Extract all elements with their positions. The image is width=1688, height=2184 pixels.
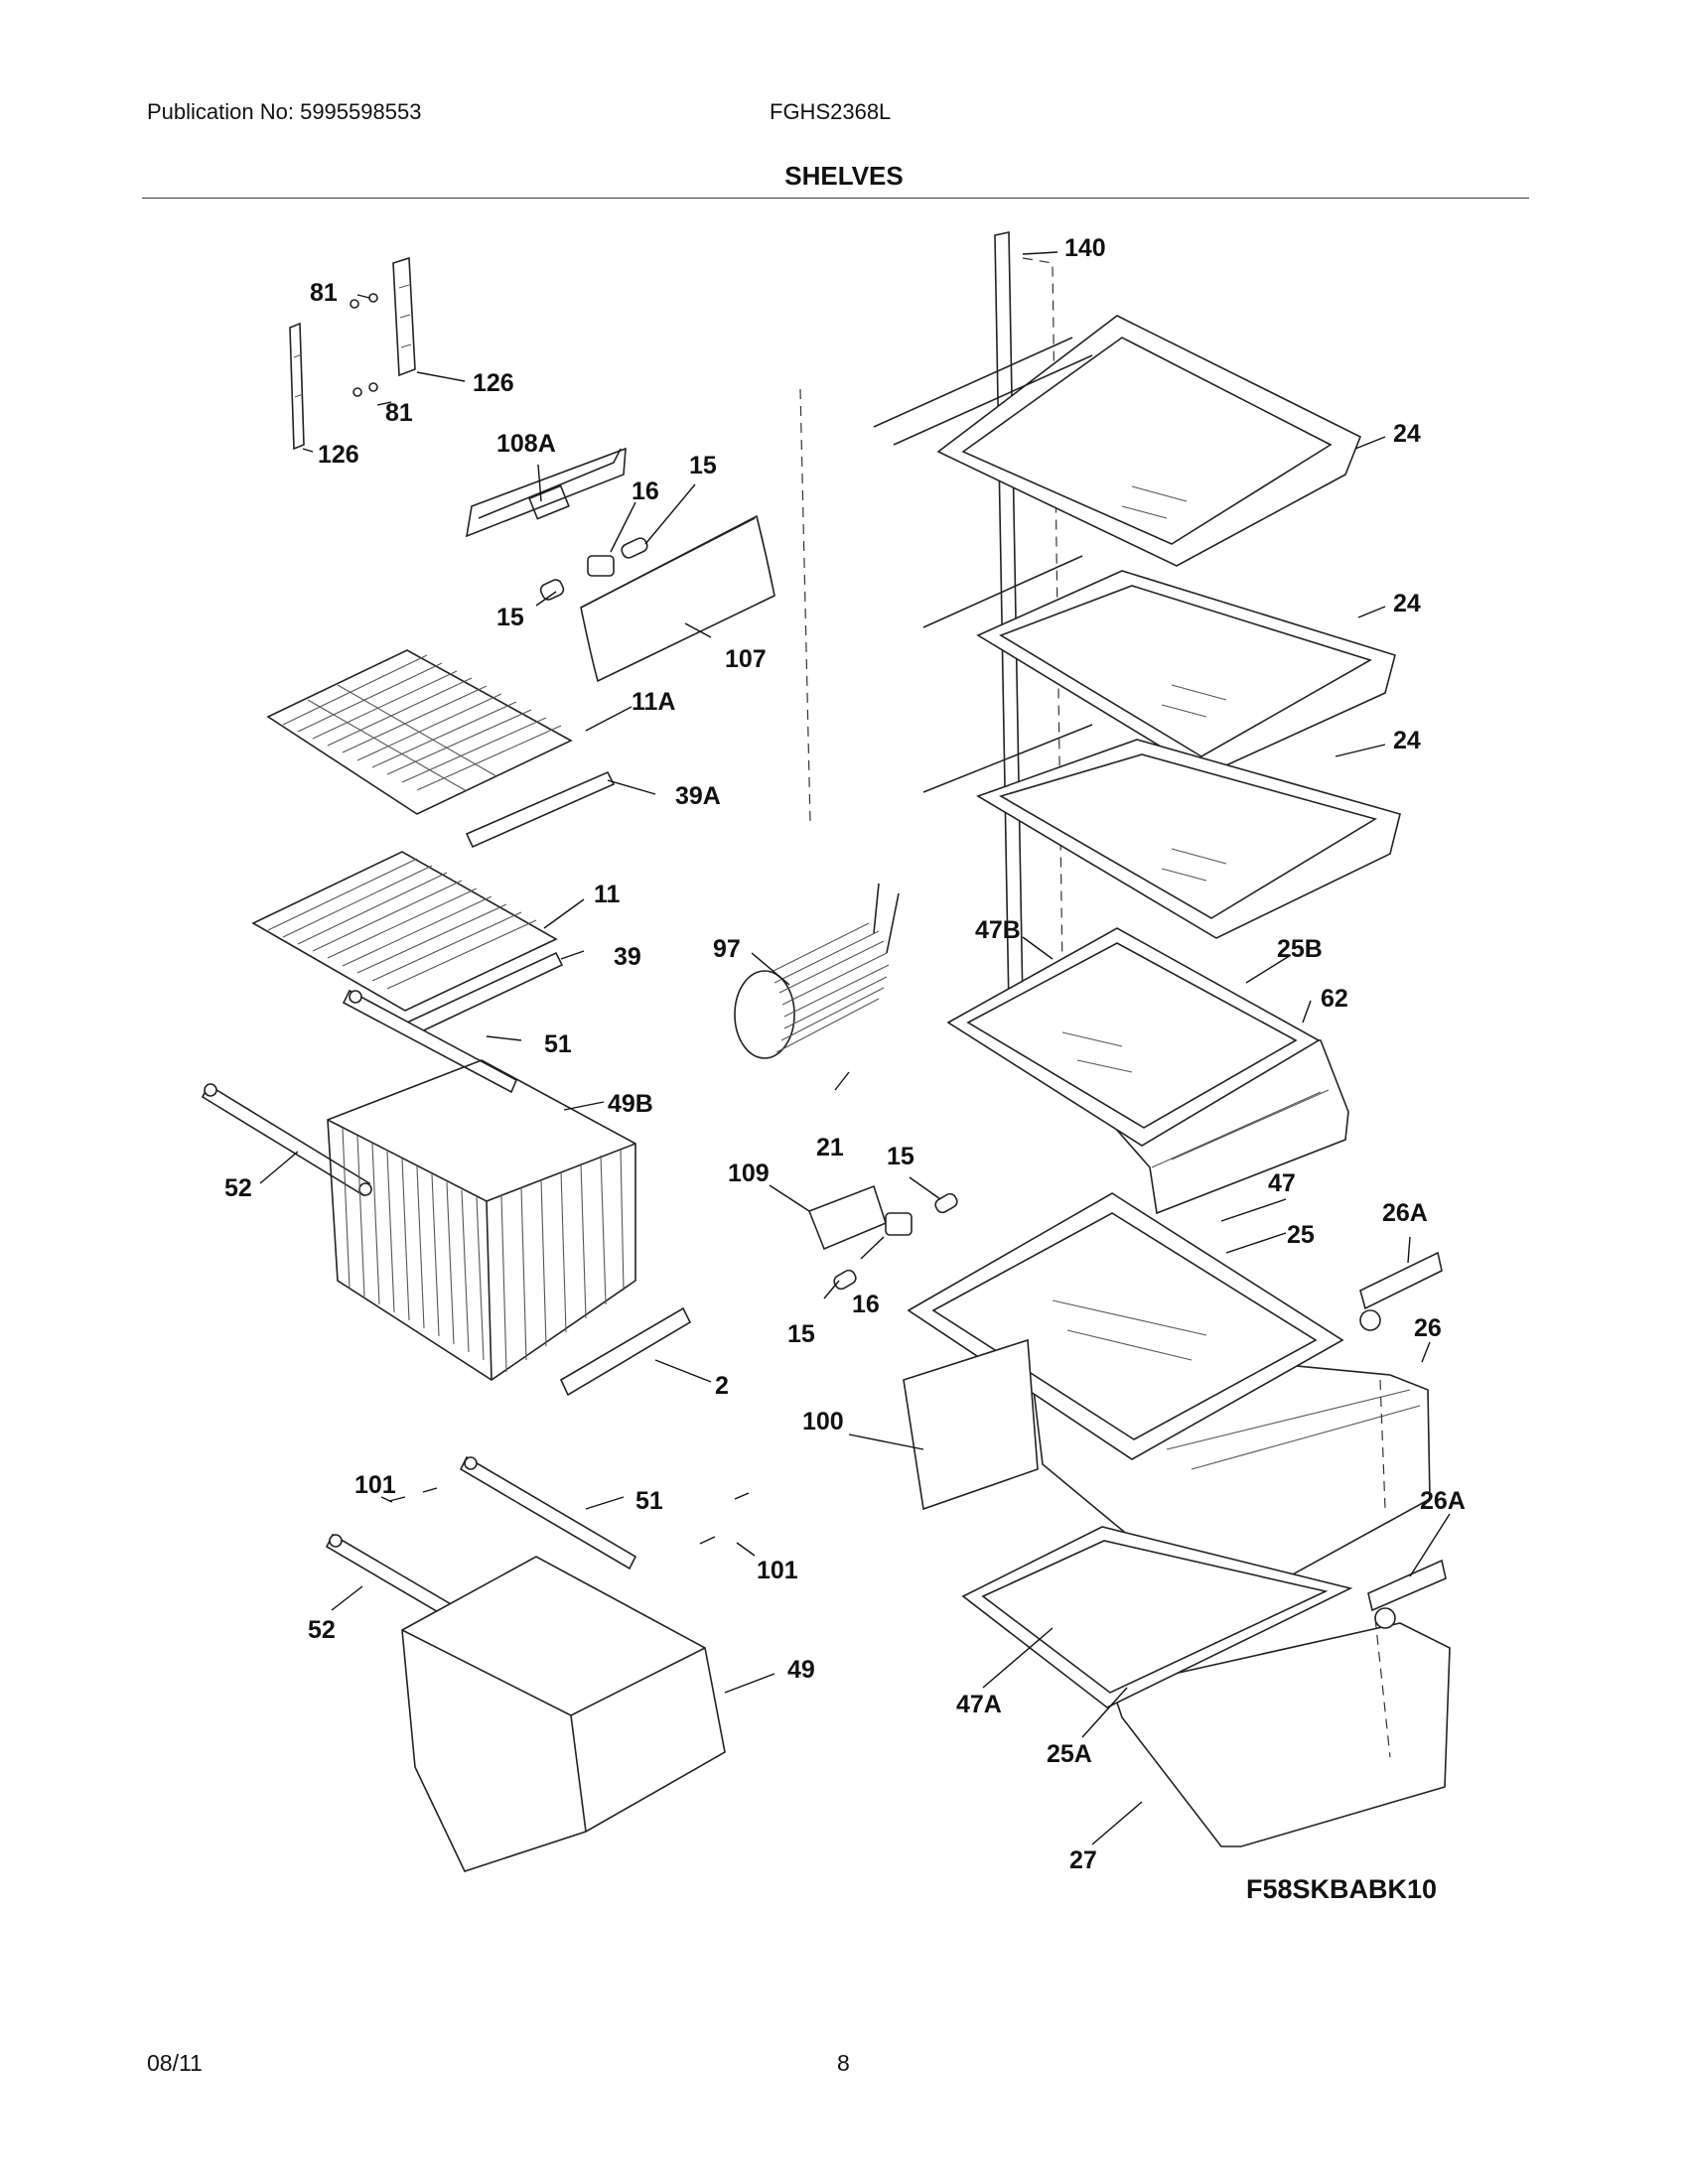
light-cover-107 [580, 514, 775, 683]
screw-81 [350, 293, 378, 397]
footer-date: 08/11 [147, 2050, 203, 2076]
model-number: FGHS2368L [770, 99, 892, 124]
label-97: 97 [713, 935, 741, 963]
crisper-cover-47B [946, 927, 1321, 1147]
label-62: 62 [1321, 985, 1348, 1013]
drawer-support-26A-lower [1367, 1559, 1447, 1629]
label-15: 15 [496, 604, 524, 631]
heater-coil-97 [734, 883, 900, 1059]
label-11: 11 [594, 881, 621, 908]
section-title: SHELVES [784, 161, 904, 191]
light-socket-16 [539, 537, 648, 601]
label-49B: 49B [608, 1090, 653, 1118]
light-housing-108A [465, 447, 627, 538]
glass-shelf-24-top [873, 315, 1362, 567]
basket-trim-2 [559, 1306, 692, 1397]
label-108A: 108A [496, 430, 556, 458]
bracket-126-lower [289, 322, 305, 451]
label-16: 16 [632, 478, 659, 505]
label-140: 140 [1064, 234, 1106, 262]
header-divider [142, 198, 1529, 199]
slide-rail-51-upper [342, 989, 518, 1094]
label-26A: 26A [1420, 1487, 1466, 1515]
shelf-trim-39 [405, 951, 564, 1037]
label-26A: 26A [1382, 1199, 1428, 1227]
crisper-cover-47 [907, 1192, 1344, 1460]
slide-rail-52-upper [201, 1083, 372, 1197]
crisper-drawer-27 [1110, 1617, 1451, 1847]
label-107: 107 [725, 645, 767, 673]
label-24: 24 [1393, 727, 1421, 754]
page-number: 8 [837, 2050, 850, 2076]
wire-shelf-11A [266, 649, 573, 815]
label-24: 24 [1393, 420, 1421, 448]
label-15: 15 [787, 1320, 815, 1348]
pin-101 [388, 1487, 750, 1545]
label-51: 51 [635, 1487, 663, 1515]
label-39: 39 [614, 943, 641, 971]
label-15: 15 [887, 1143, 914, 1170]
drawer-support-26A-upper [1359, 1251, 1443, 1331]
glass-shelf-24-bottom [922, 724, 1401, 939]
lamp-housing-109 [807, 1184, 887, 1251]
wire-basket-49B [327, 1059, 636, 1381]
label-25A: 25A [1047, 1740, 1092, 1768]
label-16: 16 [852, 1291, 880, 1318]
label-100: 100 [802, 1408, 844, 1435]
publication-number: Publication No: 5995598553 [147, 99, 422, 124]
label-15: 15 [689, 452, 717, 479]
label-52: 52 [224, 1174, 252, 1202]
crisper-cover-47A [961, 1526, 1353, 1708]
label-25B: 25B [1277, 935, 1323, 963]
label-47: 47 [1268, 1169, 1296, 1197]
label-47A: 47A [956, 1691, 1002, 1718]
label-49: 49 [787, 1656, 815, 1684]
light-socket-16-lower [833, 1192, 958, 1291]
label-51: 51 [544, 1030, 572, 1058]
label-27: 27 [1069, 1846, 1097, 1874]
shelf-trim-39A [465, 770, 616, 849]
label-101: 101 [354, 1471, 396, 1499]
label-24: 24 [1393, 590, 1421, 617]
diagram-code: F58SKBABK10 [1246, 1874, 1438, 1904]
slide-rail-51-lower [459, 1455, 637, 1570]
label-109: 109 [728, 1160, 770, 1187]
wire-shelf-11 [251, 851, 558, 1012]
label-25: 25 [1287, 1221, 1315, 1249]
label-101: 101 [757, 1557, 798, 1584]
label-47B: 47B [975, 916, 1021, 944]
label-11A: 11A [632, 688, 676, 716]
label-26: 26 [1414, 1314, 1442, 1342]
label-126: 126 [318, 441, 359, 469]
label-2: 2 [715, 1372, 729, 1400]
callout-leaders [259, 251, 1451, 1845]
divider-panel-100 [903, 1338, 1039, 1511]
storage-bin-49 [401, 1556, 726, 1872]
bracket-126-upper [392, 256, 416, 377]
label-81: 81 [310, 279, 338, 307]
label-21: 21 [816, 1134, 844, 1161]
label-126: 126 [473, 369, 514, 397]
label-39A: 39A [675, 782, 721, 810]
label-81: 81 [385, 399, 413, 427]
glass-shelf-24-middle [922, 555, 1396, 775]
label-52: 52 [308, 1616, 336, 1644]
